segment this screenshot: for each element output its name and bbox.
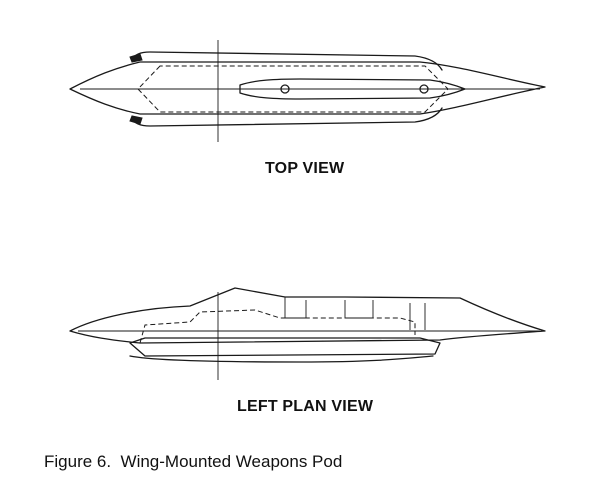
top-view-inner-structure bbox=[137, 65, 449, 113]
left-view-outline bbox=[69, 287, 546, 344]
left-plan-view-label: LEFT PLAN VIEW bbox=[237, 398, 374, 415]
left-view-drawing bbox=[69, 287, 546, 380]
left-view-launcher bbox=[129, 337, 441, 357]
figure-caption: Figure 6. Wing-Mounted Weapons Pod bbox=[44, 452, 343, 471]
left-view-inner-structure bbox=[139, 309, 416, 344]
top-view-store bbox=[239, 78, 466, 100]
left-view-fairing-steps bbox=[284, 297, 426, 330]
top-view-upper-fin-tip bbox=[129, 53, 143, 63]
top-view-lower-fin bbox=[131, 107, 443, 127]
top-view-label: TOP VIEW bbox=[265, 160, 345, 177]
top-view-drawing bbox=[69, 40, 546, 142]
top-view-outline bbox=[69, 61, 546, 115]
top-view-lower-fin-tip bbox=[129, 115, 143, 125]
left-view-lower-fin bbox=[129, 355, 434, 363]
top-view-lug-aft bbox=[419, 84, 429, 94]
top-view-upper-fin bbox=[131, 51, 443, 71]
top-view-lug-forward bbox=[280, 84, 290, 94]
